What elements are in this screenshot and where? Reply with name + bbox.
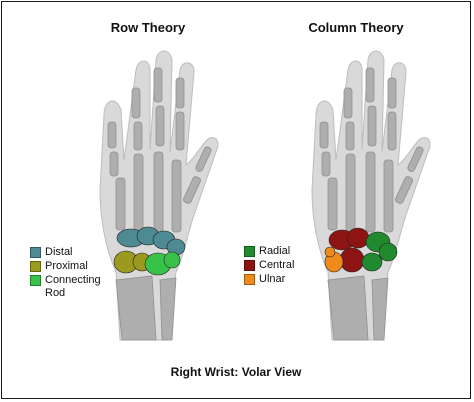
column-theory-hand (311, 50, 431, 341)
column-theory-title: Column Theory (308, 20, 404, 35)
column-theory-legend: Radial Central Ulnar (244, 245, 314, 287)
distal-swatch (30, 247, 41, 258)
row-theory-title: Row Theory (110, 20, 186, 35)
connecting-rod-label: Connecting Rod (45, 274, 101, 299)
legend-item-distal: Distal (30, 246, 110, 260)
legend-item-ulnar: Ulnar (244, 273, 314, 287)
figure-caption: Right Wrist: Volar View (170, 365, 302, 379)
connecting-rod-swatch (30, 275, 41, 286)
proximal-label: Proximal (45, 260, 88, 272)
legend-item-radial: Radial (244, 245, 314, 259)
row-theory-hand (99, 50, 219, 341)
central-swatch (244, 260, 255, 271)
central-label: Central (259, 259, 295, 271)
legend-item-connecting-rod: Connecting Rod (30, 274, 110, 302)
radial-label: Radial (259, 245, 291, 257)
legend-item-central: Central (244, 259, 314, 273)
legend-item-proximal: Proximal (30, 260, 110, 274)
radial-swatch (244, 246, 255, 257)
distal-label: Distal (45, 246, 73, 258)
ulnar-swatch (244, 274, 255, 285)
proximal-swatch (30, 261, 41, 272)
ulnar-label: Ulnar (259, 273, 286, 285)
row-theory-legend: Distal Proximal Connecting Rod (30, 246, 110, 302)
